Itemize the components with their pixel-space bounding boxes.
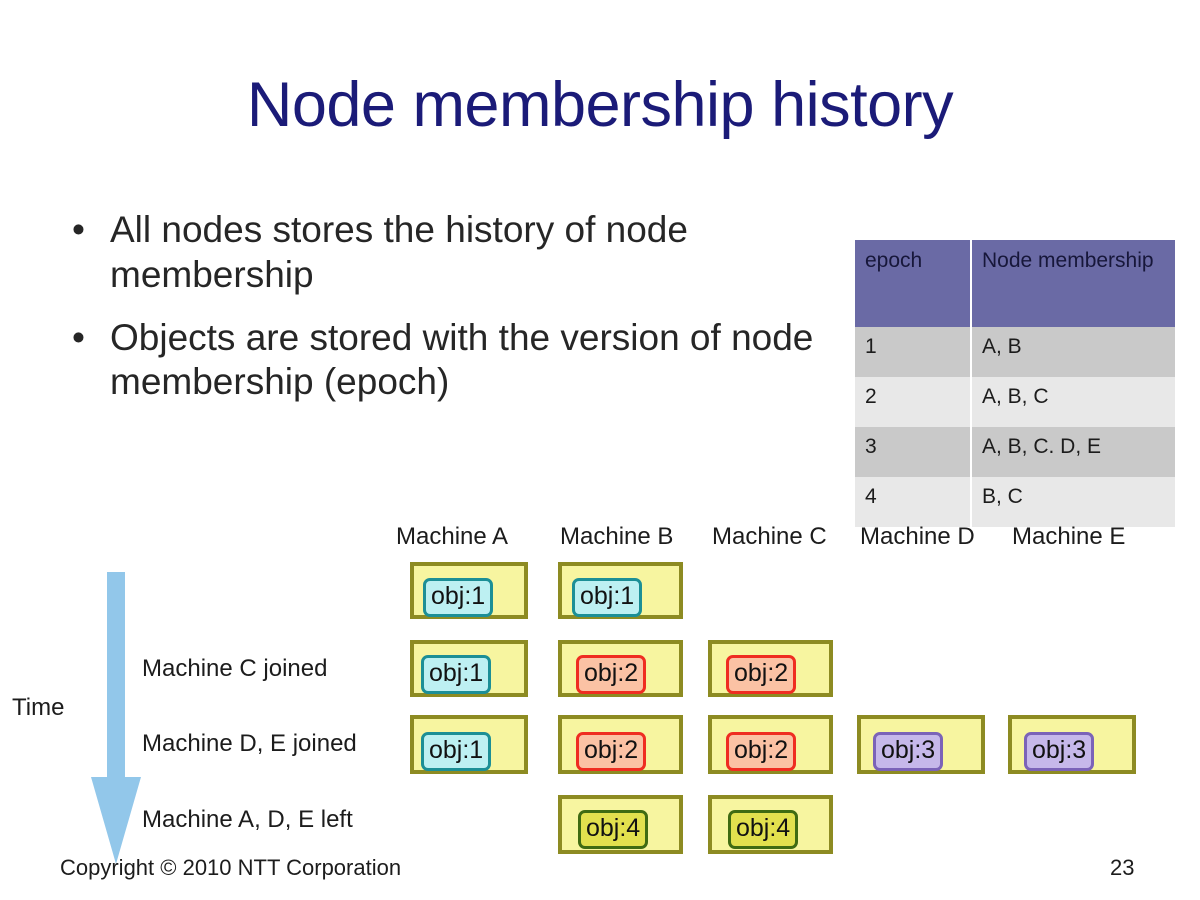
obj-tag-b-2: obj:2 bbox=[576, 732, 647, 771]
table-row: 4 B, C bbox=[855, 477, 1175, 527]
row-label-3: Machine A, D, E left bbox=[142, 806, 353, 833]
footer-page-number: 23 bbox=[1110, 855, 1135, 880]
obj-tag-b-1: obj:2 bbox=[576, 655, 647, 694]
cell-epoch: 2 bbox=[855, 377, 972, 427]
time-arrow-icon bbox=[91, 572, 141, 864]
machine-header-d: Machine D bbox=[860, 523, 975, 550]
cell-membership: B, C bbox=[971, 477, 1175, 527]
time-axis-label: Time bbox=[12, 694, 65, 721]
table-header-epoch: epoch bbox=[855, 240, 972, 327]
obj-tag-c-2: obj:2 bbox=[726, 732, 797, 771]
obj-tag-b-3: obj:4 bbox=[578, 810, 649, 849]
table-header-node-membership: Node membership bbox=[971, 240, 1175, 327]
obj-tag-c-1: obj:2 bbox=[726, 655, 797, 694]
cell-membership: A, B, C bbox=[971, 377, 1175, 427]
table-row: 2 A, B, C bbox=[855, 377, 1175, 427]
bullet-list: • All nodes stores the history of node m… bbox=[58, 208, 848, 423]
table-header-row: epoch Node membership bbox=[855, 240, 1175, 327]
obj-tag-d-2: obj:3 bbox=[873, 732, 944, 771]
row-label-1: Machine C joined bbox=[142, 655, 328, 682]
bullet-item-1: • Objects are stored with the version of… bbox=[58, 316, 848, 406]
cell-epoch: 3 bbox=[855, 427, 972, 477]
obj-tag-e-2: obj:3 bbox=[1024, 732, 1095, 771]
cell-membership: A, B, C. D, E bbox=[971, 427, 1175, 477]
footer-copyright: Copyright © 2010 NTT Corporation bbox=[60, 855, 402, 880]
table-row: 1 A, B bbox=[855, 327, 1175, 377]
cell-epoch: 1 bbox=[855, 327, 972, 377]
cell-membership: A, B bbox=[971, 327, 1175, 377]
machine-header-b: Machine B bbox=[560, 523, 674, 550]
obj-tag-a-2: obj:1 bbox=[421, 732, 492, 771]
bullet-item-0: • All nodes stores the history of node m… bbox=[58, 208, 848, 298]
bullet-marker-icon: • bbox=[72, 209, 85, 250]
machine-header-e: Machine E bbox=[1012, 523, 1126, 550]
bullet-text-1: Objects are stored with the version of n… bbox=[110, 316, 814, 403]
obj-tag-b-0: obj:1 bbox=[572, 578, 643, 617]
machine-header-a: Machine A bbox=[396, 523, 509, 550]
cell-epoch: 4 bbox=[855, 477, 972, 527]
table-row: 3 A, B, C. D, E bbox=[855, 427, 1175, 477]
page-title: Node membership history bbox=[246, 70, 954, 140]
machine-header-c: Machine C bbox=[712, 523, 827, 550]
obj-tag-c-3: obj:4 bbox=[728, 810, 799, 849]
obj-tag-a-0: obj:1 bbox=[423, 578, 494, 617]
epoch-membership-table: epoch Node membership 1 A, B 2 A, B, C 3… bbox=[855, 240, 1175, 527]
bullet-marker-icon: • bbox=[72, 316, 85, 358]
bullet-text-0: All nodes stores the history of node mem… bbox=[110, 209, 688, 295]
obj-tag-a-1: obj:1 bbox=[421, 655, 492, 694]
row-label-2: Machine D, E joined bbox=[142, 730, 357, 757]
